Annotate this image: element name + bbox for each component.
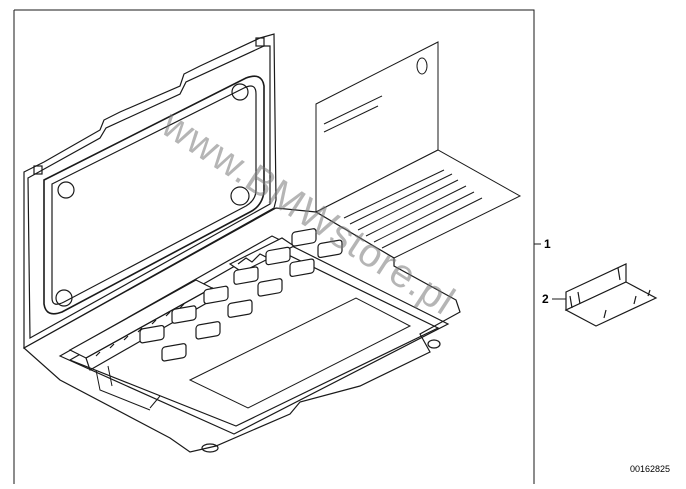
callout-1: 1 xyxy=(544,237,551,251)
relay-group xyxy=(139,228,343,362)
control-unit-base xyxy=(22,207,461,453)
label-card xyxy=(314,41,522,259)
control-unit-lid xyxy=(23,33,277,350)
diagram-number: 00162825 xyxy=(630,464,671,474)
part-1-frame xyxy=(13,9,535,484)
callout-2: 2 xyxy=(542,292,549,306)
leader-lines xyxy=(534,243,566,300)
bracket xyxy=(564,263,658,327)
